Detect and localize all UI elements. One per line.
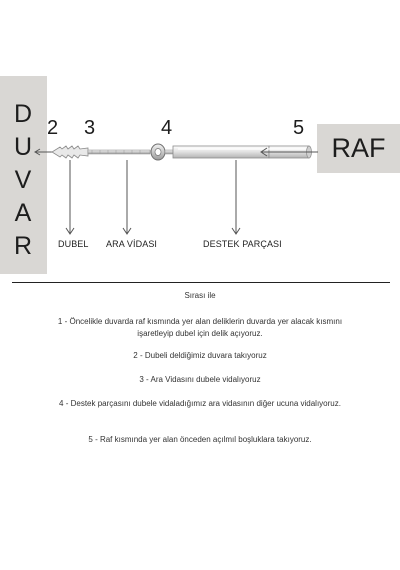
support-rod-label: DESTEK PARÇASI [203,239,282,249]
assembly-diagram [34,143,318,235]
step-number-5: 5 [293,117,305,139]
wall-letter: V [14,166,32,194]
instruction-step-4: 4 - Destek parçasını dubele vidaladığımı… [59,399,341,408]
instruction-step-2: 2 - Dubeli deldiğimiz duvara takıyoruz [133,351,267,360]
washer-icon [150,143,174,161]
shelf-panel: RAF [317,124,400,173]
step-number-4: 4 [161,117,173,139]
instructions-title: Sırası ile [184,291,216,300]
wall-letter: R [13,232,33,260]
stud-pointer-arrow-icon [122,160,132,235]
instruction-step-3: 3 - Ara Vidasını dubele vidalıyoruz [139,375,261,384]
wall-panel: D U V A R [0,76,47,274]
rod-pointer-arrow-icon [231,160,241,235]
dowel-icon [51,145,89,159]
threaded-stud-icon [87,149,151,155]
shelf-label: RAF [331,133,386,163]
shelf-arrow-icon [260,147,318,157]
instruction-step-1: 1 - Öncelikle duvarda raf kısmında yer a… [57,317,343,338]
step-number-3: 3 [84,117,96,139]
wall-letter: U [13,133,33,161]
instruction-step-5: 5 - Raf kısmında yer alan önceden açılmı… [88,435,312,444]
wall-arrow-icon [34,148,52,156]
stud-label: ARA VİDASI [106,239,158,249]
dowel-label: DUBEL [58,239,89,249]
dowel-pointer-arrow-icon [65,160,75,235]
wall-letter: A [14,199,32,227]
divider [12,282,390,283]
step-number-2: 2 [47,117,59,139]
wall-letter: D [13,100,33,128]
